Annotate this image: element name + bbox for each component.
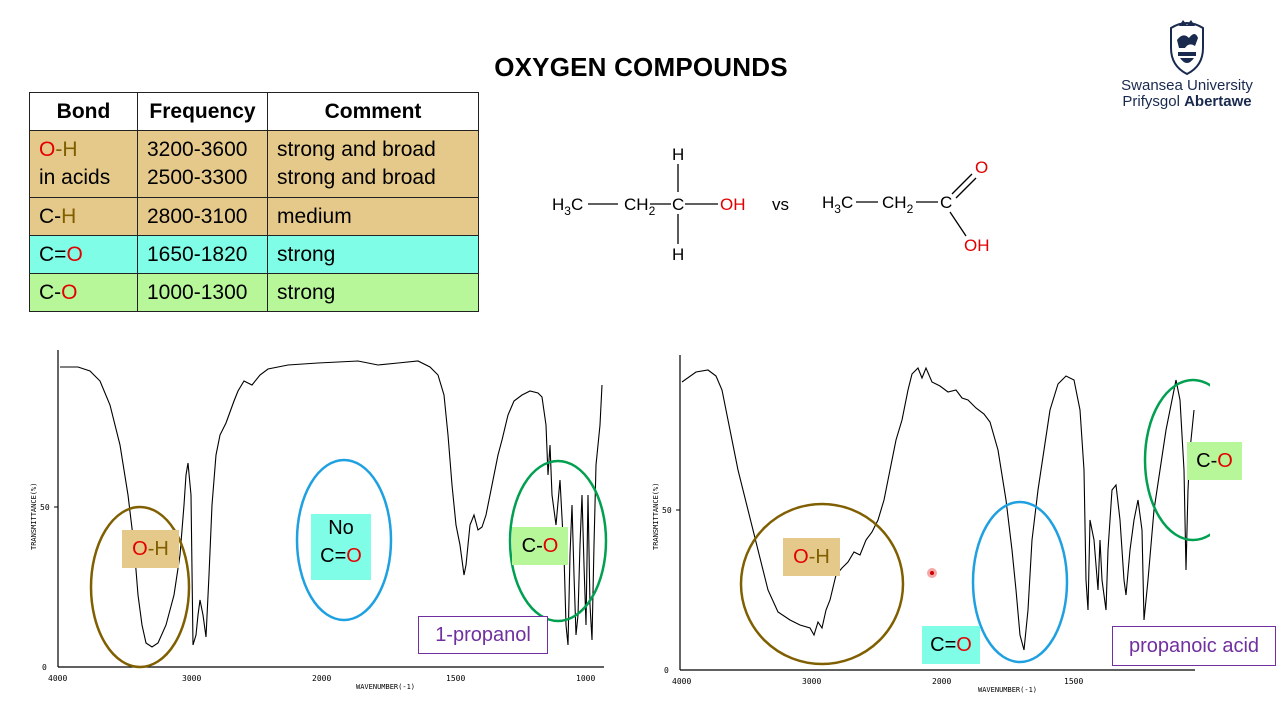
table-row-c-o: C-O 1000-1300 strong (29, 273, 479, 312)
s1-xlabel: WAVENUMBER(-1) (356, 683, 415, 691)
cell-bond-c-o: C-O (29, 273, 138, 312)
spectrum-2-propanoic-acid: 50 0 TRANSMITTANCE(%) 4000 3000 2000 150… (652, 355, 1210, 694)
acid-ch2: CH2 (882, 193, 914, 216)
table-header-row: Bond Frequency Comment (29, 92, 479, 131)
s1-xtick-3000: 3000 (182, 674, 201, 683)
header-comment: Comment (267, 92, 479, 131)
acid-h3c: H3C (822, 193, 853, 216)
propanol-h3c: H3C (552, 195, 583, 218)
s1-spectrum-trace (60, 360, 603, 648)
cell-bond-ch: C-H (29, 197, 138, 236)
s1-xtick-2000: 2000 (312, 674, 331, 683)
s2-oh-ellipse (739, 502, 905, 666)
table-row-c-double-o: C=O 1650-1820 strong (29, 235, 479, 274)
page-title: OXYGEN COMPOUNDS (494, 52, 788, 82)
acid-carbonyl-c: C (940, 193, 952, 212)
s2-xtick-2000: 2000 (932, 677, 951, 686)
s2-xlabel: WAVENUMBER(-1) (978, 686, 1037, 694)
crest-icon (1170, 20, 1204, 76)
s2-c-double-o-label: C=O (922, 626, 980, 664)
s2-cursor-dot-center (930, 571, 934, 575)
s2-oh-label: O-H (783, 538, 840, 576)
logo-line-2: Prifysgol Abertawe (1122, 93, 1252, 110)
s2-co-ellipse (1143, 378, 1210, 542)
s1-co-ellipse (508, 459, 608, 623)
header-bond: Bond (29, 92, 138, 131)
s1-xtick-1000: 1000 (576, 674, 595, 683)
s1-compound-label: 1-propanol (418, 616, 548, 654)
cell-comment-ch: medium (267, 197, 479, 236)
s1-co-label: C-O (512, 527, 568, 565)
s2-ytick-0: 0 (664, 666, 669, 675)
propanol-h-top: H (672, 145, 684, 164)
s2-xtick-3000: 3000 (802, 677, 821, 686)
cell-freq-c-o: 1000-1300 (137, 273, 268, 312)
cell-comment-c-double-o: strong (267, 235, 479, 274)
s2-ylabel: TRANSMITTANCE(%) (652, 483, 660, 550)
s1-no-co-ellipse (295, 458, 393, 622)
s2-co-label: C-O (1187, 442, 1242, 480)
s1-xtick-1500: 1500 (446, 674, 465, 683)
s1-xtick-4000: 4000 (48, 674, 67, 683)
s2-xtick-4000: 4000 (672, 677, 691, 686)
s2-c-double-o-ellipse (971, 500, 1069, 664)
s1-oh-ellipse (89, 505, 191, 669)
header-frequency: Frequency (137, 92, 268, 131)
cell-freq-ch: 2800-3100 (137, 197, 268, 236)
propanol-ch2: CH2 (624, 195, 656, 218)
propanol-central-c: C (672, 195, 684, 214)
logo-line-1: Swansea University (1121, 77, 1253, 94)
propanol-oh: OH (720, 195, 746, 214)
s2-xtick-1500: 1500 (1064, 677, 1083, 686)
propanol-structure: H3C CH2 C OH H H (552, 145, 746, 264)
table-row-ch: C-H 2800-3100 medium (29, 197, 479, 236)
s2-ytick-50: 50 (662, 506, 672, 515)
s2-compound-label: propanoic acid (1112, 626, 1276, 666)
propanol-h-bottom: H (672, 245, 684, 264)
acid-oh: OH (964, 236, 990, 255)
s1-ytick-50: 50 (40, 503, 50, 512)
vs-label: vs (772, 195, 789, 214)
cell-bond-c-double-o: C=O (29, 235, 138, 274)
s1-ytick-0: 0 (42, 663, 47, 672)
cell-freq-c-double-o: 1650-1820 (137, 235, 268, 274)
propanoic-acid-structure: H3C CH2 C O OH (822, 158, 990, 255)
molecule-structures: H3C CH2 C OH H H vs H3C CH2 C O OH (552, 145, 990, 264)
s2-spectrum-trace (681, 366, 1195, 651)
s1-ylabel: TRANSMITTANCE(%) (30, 483, 38, 550)
s1-oh-label: O-H (122, 530, 179, 568)
spectrum-1-propanol: 50 0 TRANSMITTANCE(%) 4000 3000 2000 150… (30, 350, 608, 691)
university-logo: Swansea University Prifysgol Abertawe (1112, 18, 1262, 118)
cell-comment-c-o: strong (267, 273, 479, 312)
acid-o: O (975, 158, 988, 177)
